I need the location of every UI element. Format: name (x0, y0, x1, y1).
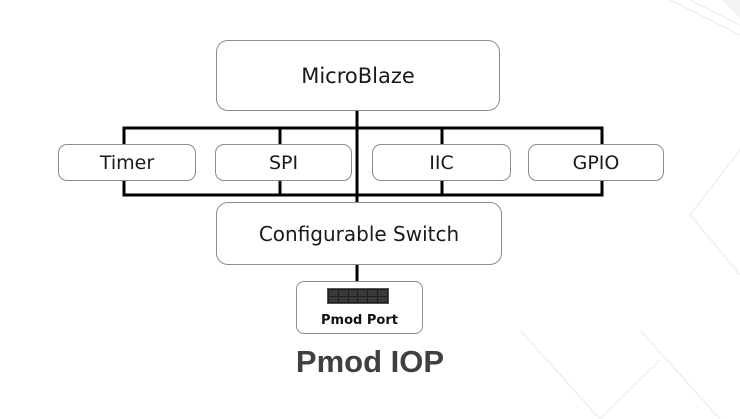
pmod-connector-icon (327, 288, 389, 304)
microblaze-block: MicroBlaze (216, 40, 500, 111)
gpio-block: GPIO (528, 144, 664, 181)
background-line (669, 0, 740, 36)
pmod-port-block: Pmod Port (296, 281, 423, 334)
configurable-switch-block: Configurable Switch (216, 202, 502, 265)
background-line (639, 329, 721, 419)
timer-block: Timer (58, 144, 196, 181)
background-line (519, 329, 601, 419)
background-line (689, 214, 740, 276)
iic-block: IIC (372, 144, 511, 181)
background-corner-shape (722, 0, 740, 18)
diagram-caption: Pmod IOP (295, 344, 445, 379)
background-line (689, 0, 740, 26)
background-line (689, 149, 740, 216)
pmod-port-label: Pmod Port (321, 313, 398, 328)
background-line (599, 359, 661, 419)
spi-block: SPI (215, 144, 352, 181)
